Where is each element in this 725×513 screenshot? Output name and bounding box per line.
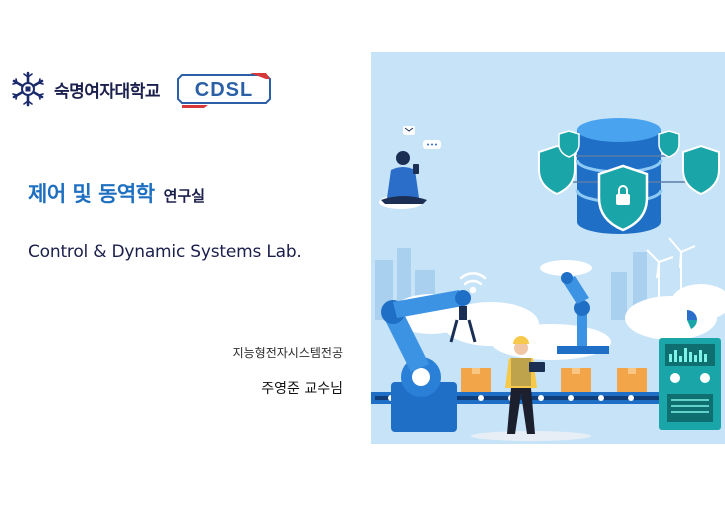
korean-title: 제어 및 동역학 연구실 [28,178,205,208]
robot-arm-right [557,272,609,354]
wifi-icon [459,272,487,294]
university-name: 숙명여자대학교 [54,81,160,102]
korean-title-sub: 연구실 [163,187,206,205]
department: 지능형전자시스템전공 [232,346,343,360]
professor-name: 주영준 교수님 [261,381,343,397]
cdsl-logo: CDSL [176,73,271,108]
industry-illustration [371,52,725,444]
korean-title-main: 제어 및 동역학 [28,182,155,206]
control-panel-machine [659,338,721,430]
person-with-phone [381,126,441,204]
pie-chart-icon [677,310,697,330]
logo-row: 숙명여자대학교 CDSL [10,66,272,112]
worker-figure [505,336,545,434]
cdsl-logo-text: CDSL [195,79,253,101]
shield-lock-icon [538,130,720,232]
english-title: Control & Dynamic Systems Lab. [28,242,302,262]
robot-arm-icon [381,290,477,432]
snowflake-emblem-icon [12,71,44,107]
cargo-boxes [461,368,647,392]
